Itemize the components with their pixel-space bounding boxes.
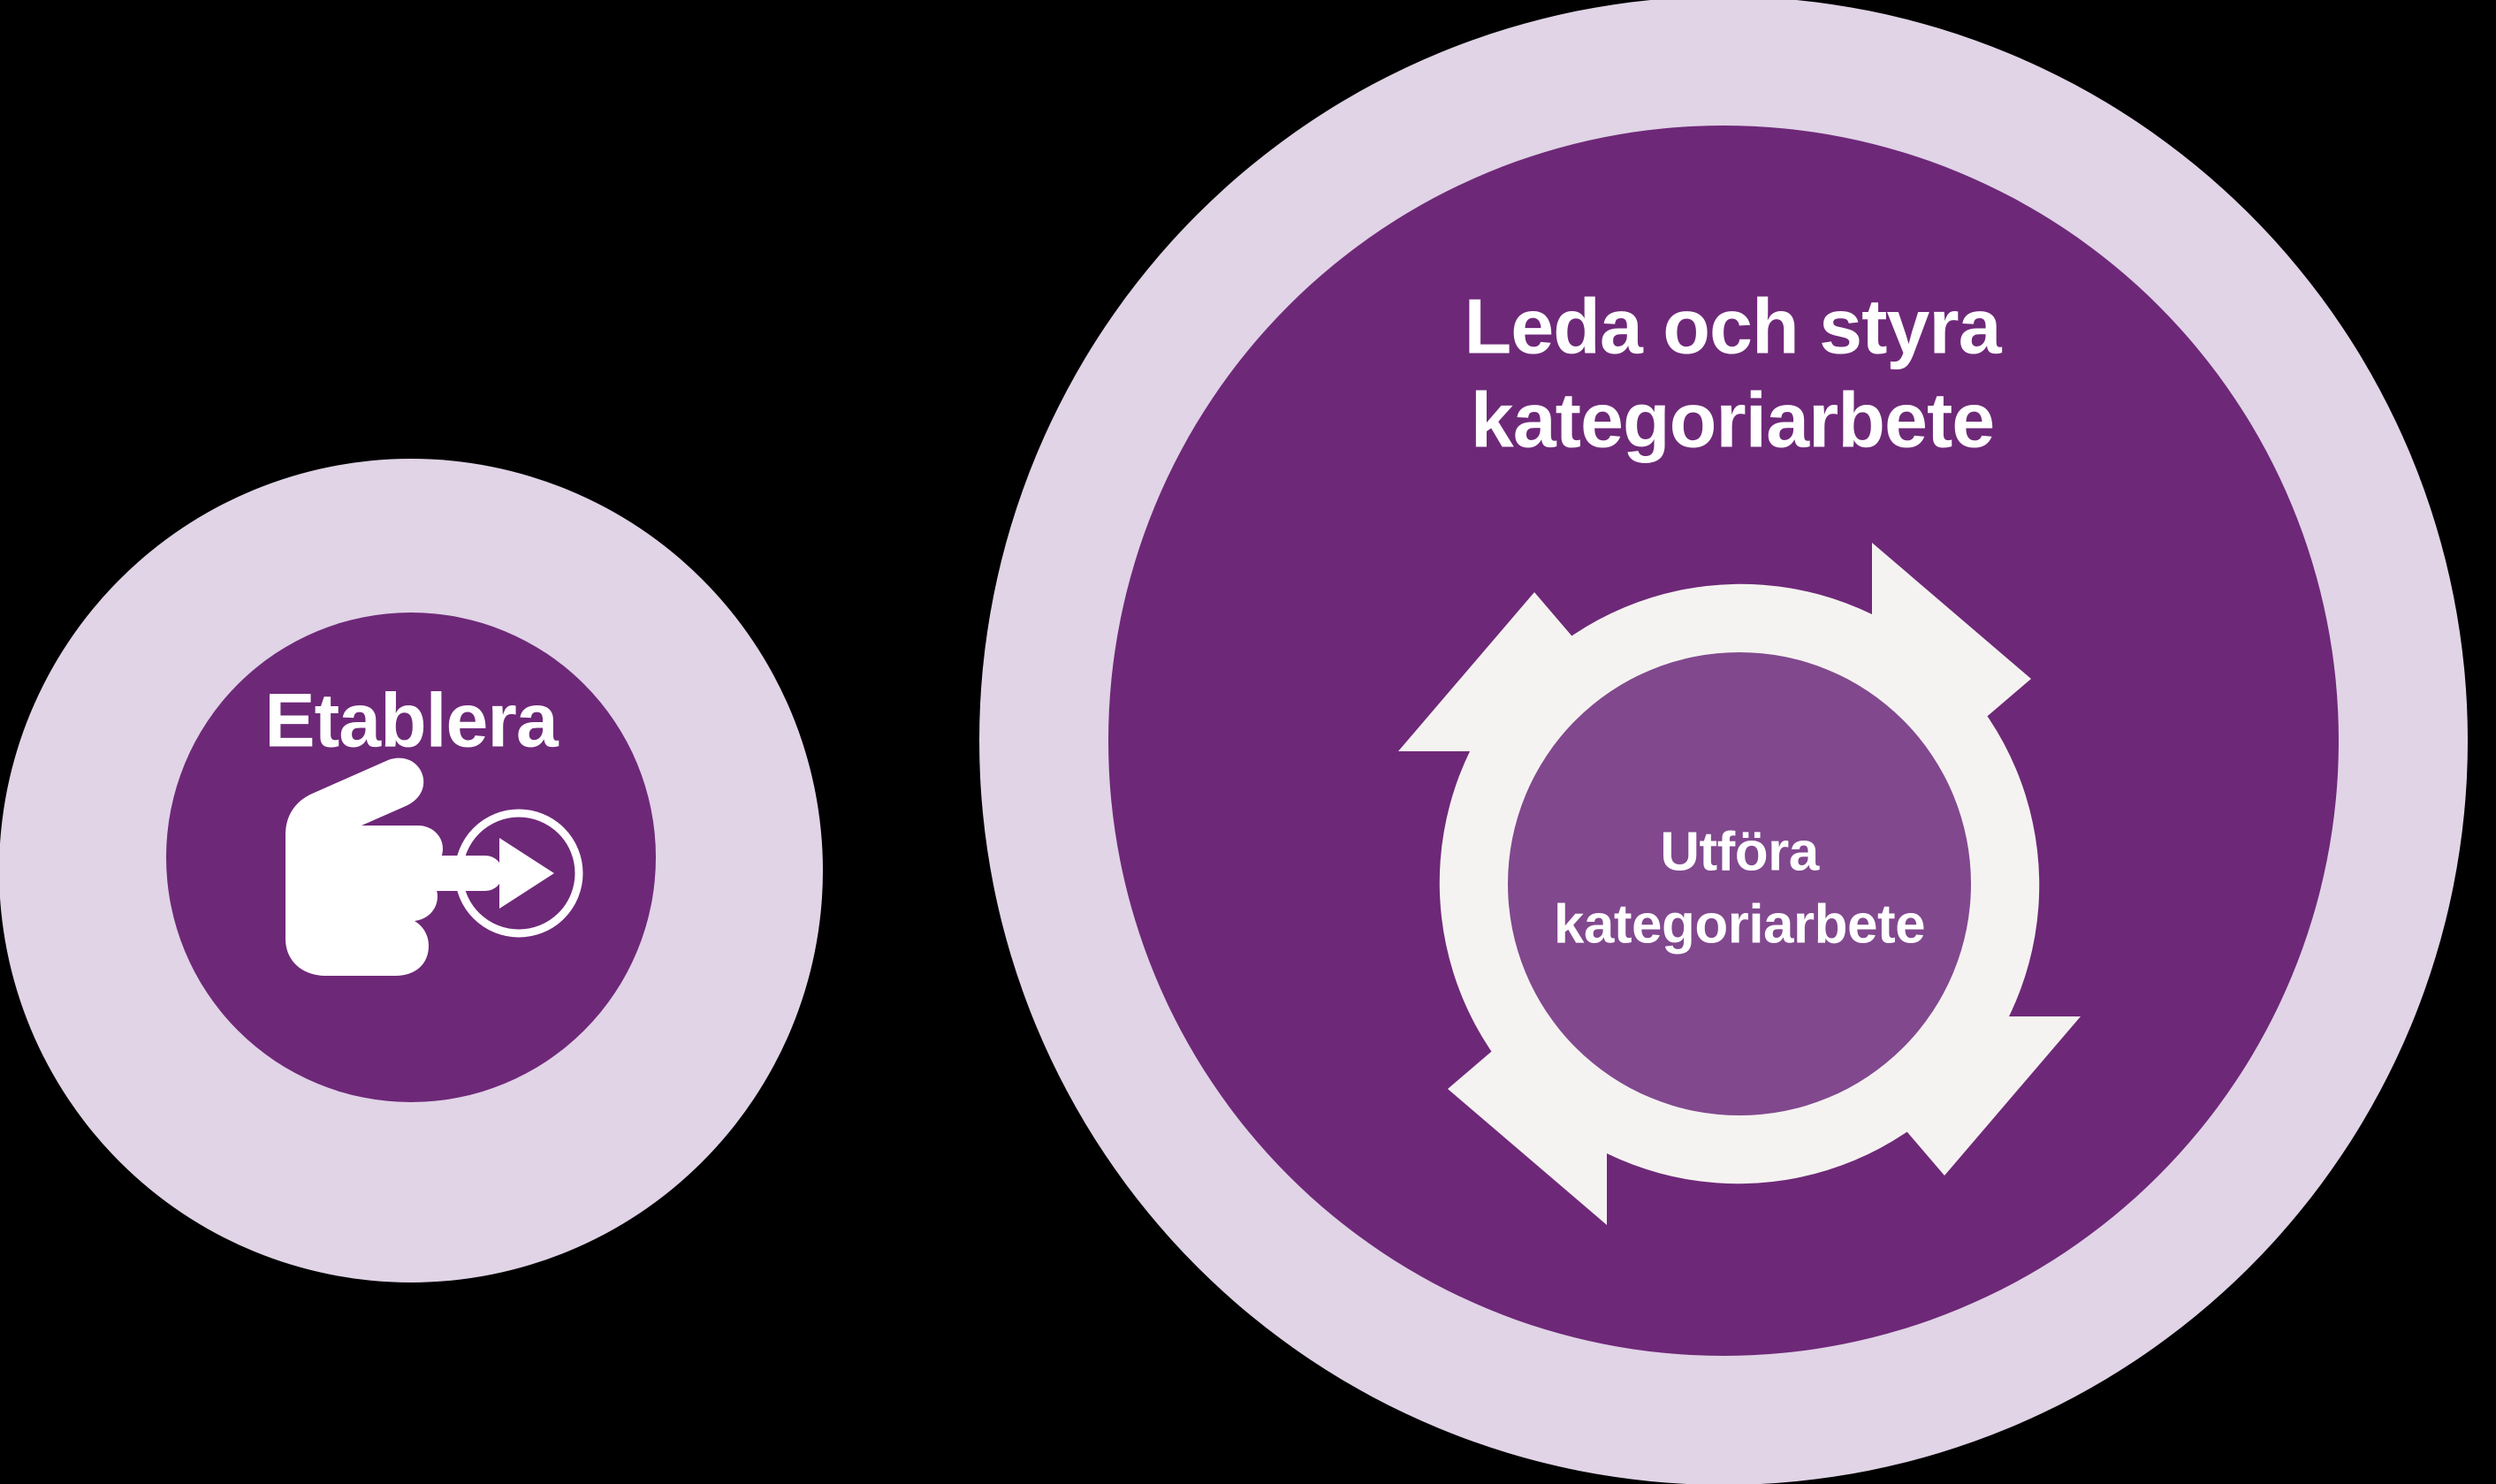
etablera-label: Etablera — [264, 679, 559, 764]
stage-etablera[interactable]: Etablera — [166, 613, 656, 1102]
stage-leda-och-styra[interactable]: Leda och styra kategoriarbete Utföra kat… — [1108, 126, 2339, 1356]
utfora-label-line2: kategoriarbete — [1554, 894, 1925, 955]
play-circle-icon — [454, 809, 583, 938]
play-triangle-icon — [499, 838, 554, 909]
utfora-inner-circle[interactable] — [1508, 652, 1971, 1115]
utfora-label-line1: Utföra — [1660, 821, 1820, 882]
hand-pointing-play-icon — [285, 757, 583, 976]
leda-och-styra-label-line2: kategoriarbete — [1471, 376, 1994, 463]
leda-och-styra-label-line1: Leda och styra — [1464, 282, 2002, 369]
